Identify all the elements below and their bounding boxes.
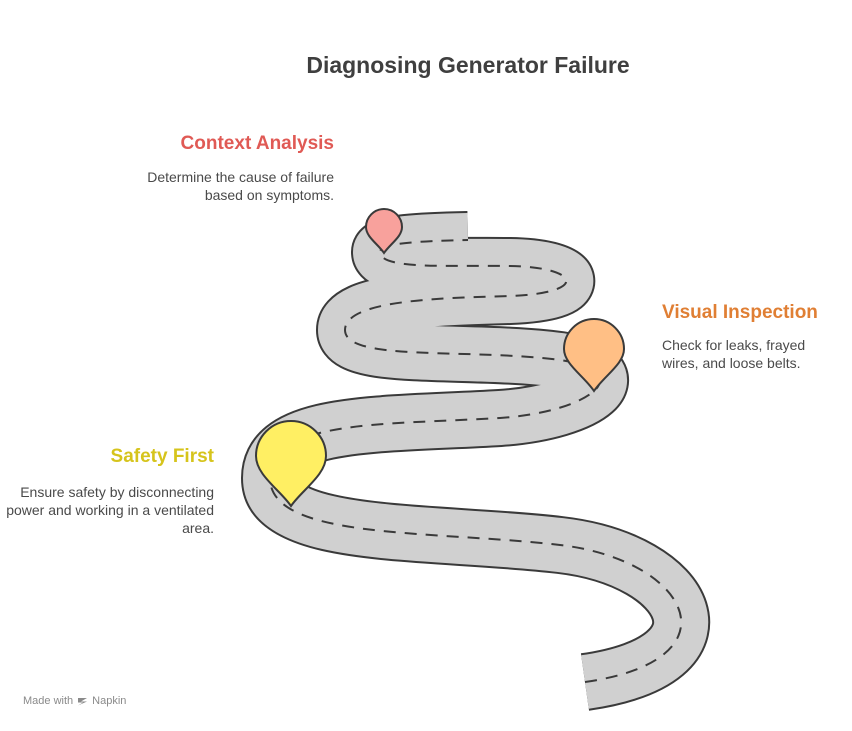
step-description-visual-inspection: Check for leaks, frayed wires, and loose… — [662, 337, 806, 371]
step-description-context-analysis: Determine the cause of failure based on … — [147, 169, 334, 203]
step-description-safety-first: Ensure safety by disconnecting power and… — [6, 484, 214, 536]
lane-marking — [268, 239, 683, 683]
step-title-visual-inspection: Visual Inspection — [662, 302, 818, 323]
diagram-title: Diagnosing Generator Failure — [306, 52, 630, 78]
road-surface — [243, 213, 709, 709]
made-with-footer: Made with Napkin — [23, 695, 126, 707]
footer-prefix: Made with — [23, 695, 74, 707]
step-title-safety-first: Safety First — [110, 446, 214, 467]
map-pin-icon — [562, 318, 626, 393]
step-title-context-analysis: Context Analysis — [180, 133, 334, 154]
map-pin-icon — [364, 208, 404, 255]
footer-brand: Napkin — [92, 695, 127, 707]
napkin-logo-icon — [78, 697, 88, 705]
map-pin-icon — [254, 420, 328, 508]
